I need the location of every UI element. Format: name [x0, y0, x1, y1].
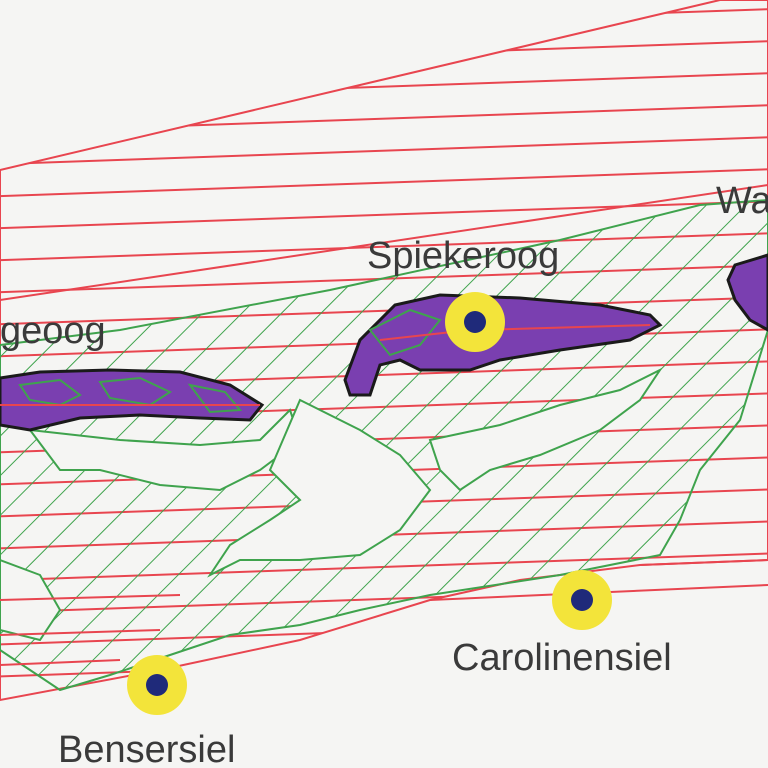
- red-boundary-line: [0, 184, 768, 301]
- spiekeroog-harbor-center: [464, 311, 486, 333]
- carolinensiel-harbor-center: [571, 589, 593, 611]
- bensersiel-harbor-center: [146, 674, 168, 696]
- harbor-marker-icon[interactable]: [552, 570, 612, 630]
- channel-cutout-east: [428, 367, 663, 492]
- label-spiekeroog: Spiekeroog: [367, 235, 559, 277]
- island-spiekeroog: [343, 293, 663, 397]
- label-carolinensiel: Carolinensiel: [452, 637, 672, 679]
- label-bensersiel: Bensersiel: [58, 729, 235, 768]
- label-wangerooge: Wa: [716, 180, 768, 222]
- label-langeoog: geoog: [0, 310, 106, 352]
- harbor-marker-icon[interactable]: [127, 655, 187, 715]
- harbor-marker-icon[interactable]: [445, 292, 505, 352]
- island-wangerooge: [726, 253, 768, 332]
- island-vegetation-patches: [0, 308, 651, 414]
- channel-cutout-central: [207, 398, 432, 578]
